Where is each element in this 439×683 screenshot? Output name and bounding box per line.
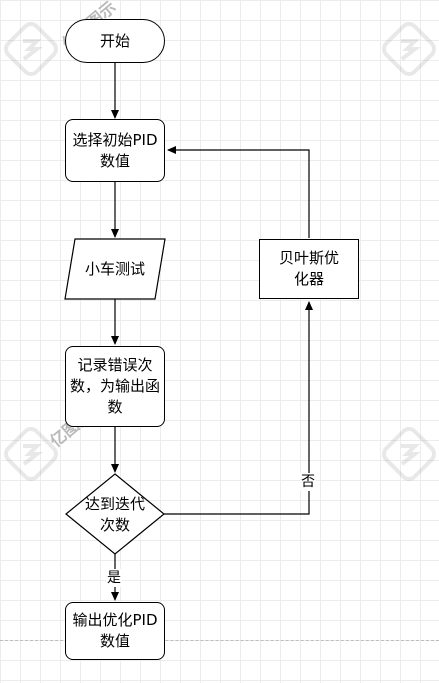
edge-bayes-to-select [167, 146, 310, 238]
output-pid-node: 输出优化PID数值 [65, 602, 165, 660]
bayes-label: 贝叶斯优化器 [278, 249, 339, 288]
car-test-label: 小车测试 [85, 259, 146, 278]
record-error-node: 记录错误次数，为输出函数 [65, 346, 165, 427]
watermark-logo-icon [4, 427, 58, 481]
watermark-logo-icon [4, 22, 58, 76]
no-edge-label: 否 [300, 473, 316, 491]
edge-decision-to-bayes [164, 301, 313, 515]
yes-edge-label: 是 [106, 569, 122, 587]
decision-label: 达到迭代次数 [84, 495, 145, 534]
decision-node: 达到迭代次数 [82, 494, 148, 536]
car-test-node: 小车测试 [75, 239, 155, 299]
start-label: 开始 [99, 31, 130, 50]
watermark-logo-icon [382, 22, 436, 76]
record-error-label: 记录错误次数，为输出函数 [70, 356, 161, 416]
select-pid-label: 选择初始PID数值 [72, 130, 158, 170]
select-pid-node: 选择初始PID数值 [65, 119, 165, 182]
start-node: 开始 [65, 19, 165, 63]
watermark-logo-icon [382, 427, 436, 481]
decision-diamond [65, 473, 165, 555]
io-parallelogram [64, 238, 166, 300]
bayes-node: 贝叶斯优化器 [259, 239, 359, 299]
output-pid-label: 输出优化PID数值 [72, 611, 158, 650]
page-break-line [0, 640, 439, 641]
